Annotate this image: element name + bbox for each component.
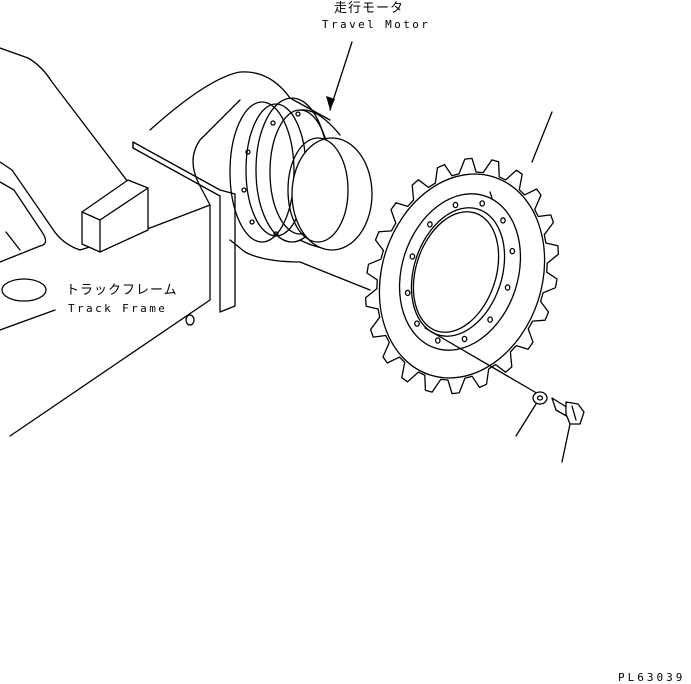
travel-motor-label-jp: 走行モータ — [334, 1, 405, 16]
sprocket-bolt-hole — [479, 200, 486, 207]
sprocket-bolt-hole — [487, 316, 493, 323]
sprocket-bolt-hole — [500, 217, 506, 224]
travel-motor — [149, 71, 373, 263]
drawing-code: PL63039 — [618, 671, 686, 684]
track-frame-label-en: Track Frame — [68, 302, 168, 315]
bolt-axis-line — [424, 327, 541, 396]
sprocket-bolt-hole — [414, 320, 420, 327]
sprocket — [364, 157, 560, 395]
sprocket-bolt-hole — [452, 201, 459, 209]
washer — [532, 391, 548, 405]
leader-line-sprocket — [531, 111, 553, 163]
leader-line-washer — [515, 403, 537, 437]
sprocket-bolt-hole — [509, 247, 516, 255]
track-frame — [0, 47, 236, 437]
sprocket-bolt-hole — [404, 289, 411, 297]
sprocket-bolt-hole — [434, 337, 441, 344]
track-frame-label-jp: トラックフレーム — [66, 283, 178, 298]
sprocket-bolt-hole — [461, 335, 468, 343]
sprocket-bolt-hole — [409, 253, 416, 260]
sprocket-bolt-hole — [504, 284, 511, 291]
bolt — [551, 397, 585, 425]
center-axis-line — [299, 261, 371, 291]
sprocket-bolt-hole — [427, 221, 433, 228]
leader-line-bolt — [561, 423, 571, 463]
travel-motor-label-en: Travel Motor — [322, 18, 431, 31]
